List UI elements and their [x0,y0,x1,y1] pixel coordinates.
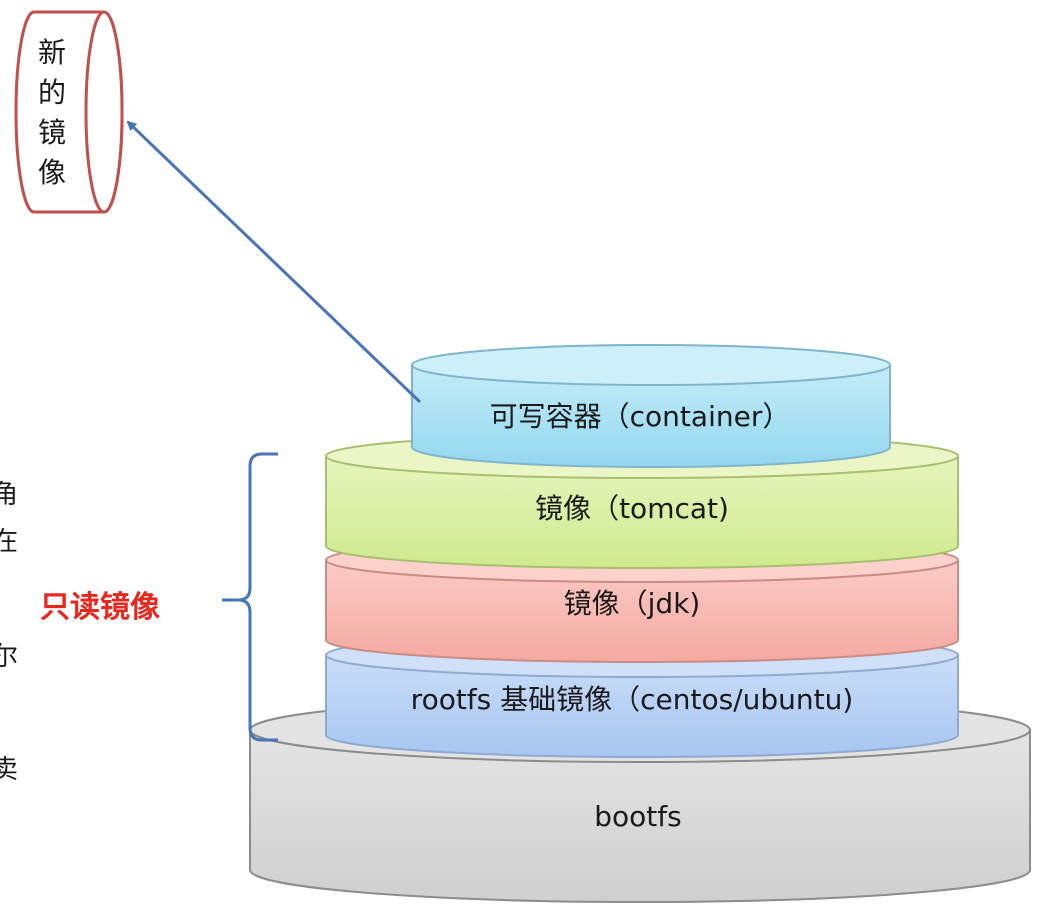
layer-tomcat-body [325,455,959,569]
layer-bootfs-label: bootfs [594,800,681,833]
clipped-char-1: 角 [0,480,18,510]
layer-container-label: 可写容器（container） [490,400,791,433]
layer-rootfs-body [325,654,959,758]
readonly-brace [222,452,278,742]
new-image-char-3: 镜 [38,116,66,149]
layer-jdk-body [325,559,959,663]
layer-container-top [411,344,891,386]
clipped-char-3: 尔 [0,642,18,672]
new-image-char-4: 像 [38,156,66,189]
layer-rootfs-label: rootfs 基础镜像（centos/ubuntu) [411,683,854,716]
new-image-char-2: 的 [38,76,66,109]
clipped-char-4: 卖 [0,755,18,785]
layer-container-body [411,364,891,468]
commit-arrow [126,120,422,404]
clipped-char-2: 在 [0,527,18,557]
new-image-end [84,10,124,214]
layer-tomcat-label: 镜像（tomcat) [535,492,729,525]
readonly-label: 只读镜像 [40,590,160,625]
layer-bootfs-body [249,729,1031,903]
new-image-char-1: 新 [38,36,66,69]
new-image-cylinder: 新 的 镜 像 [14,10,124,214]
layer-container: 可写容器（container） [411,344,891,468]
layer-jdk-label: 镜像（jdk) [564,587,701,620]
